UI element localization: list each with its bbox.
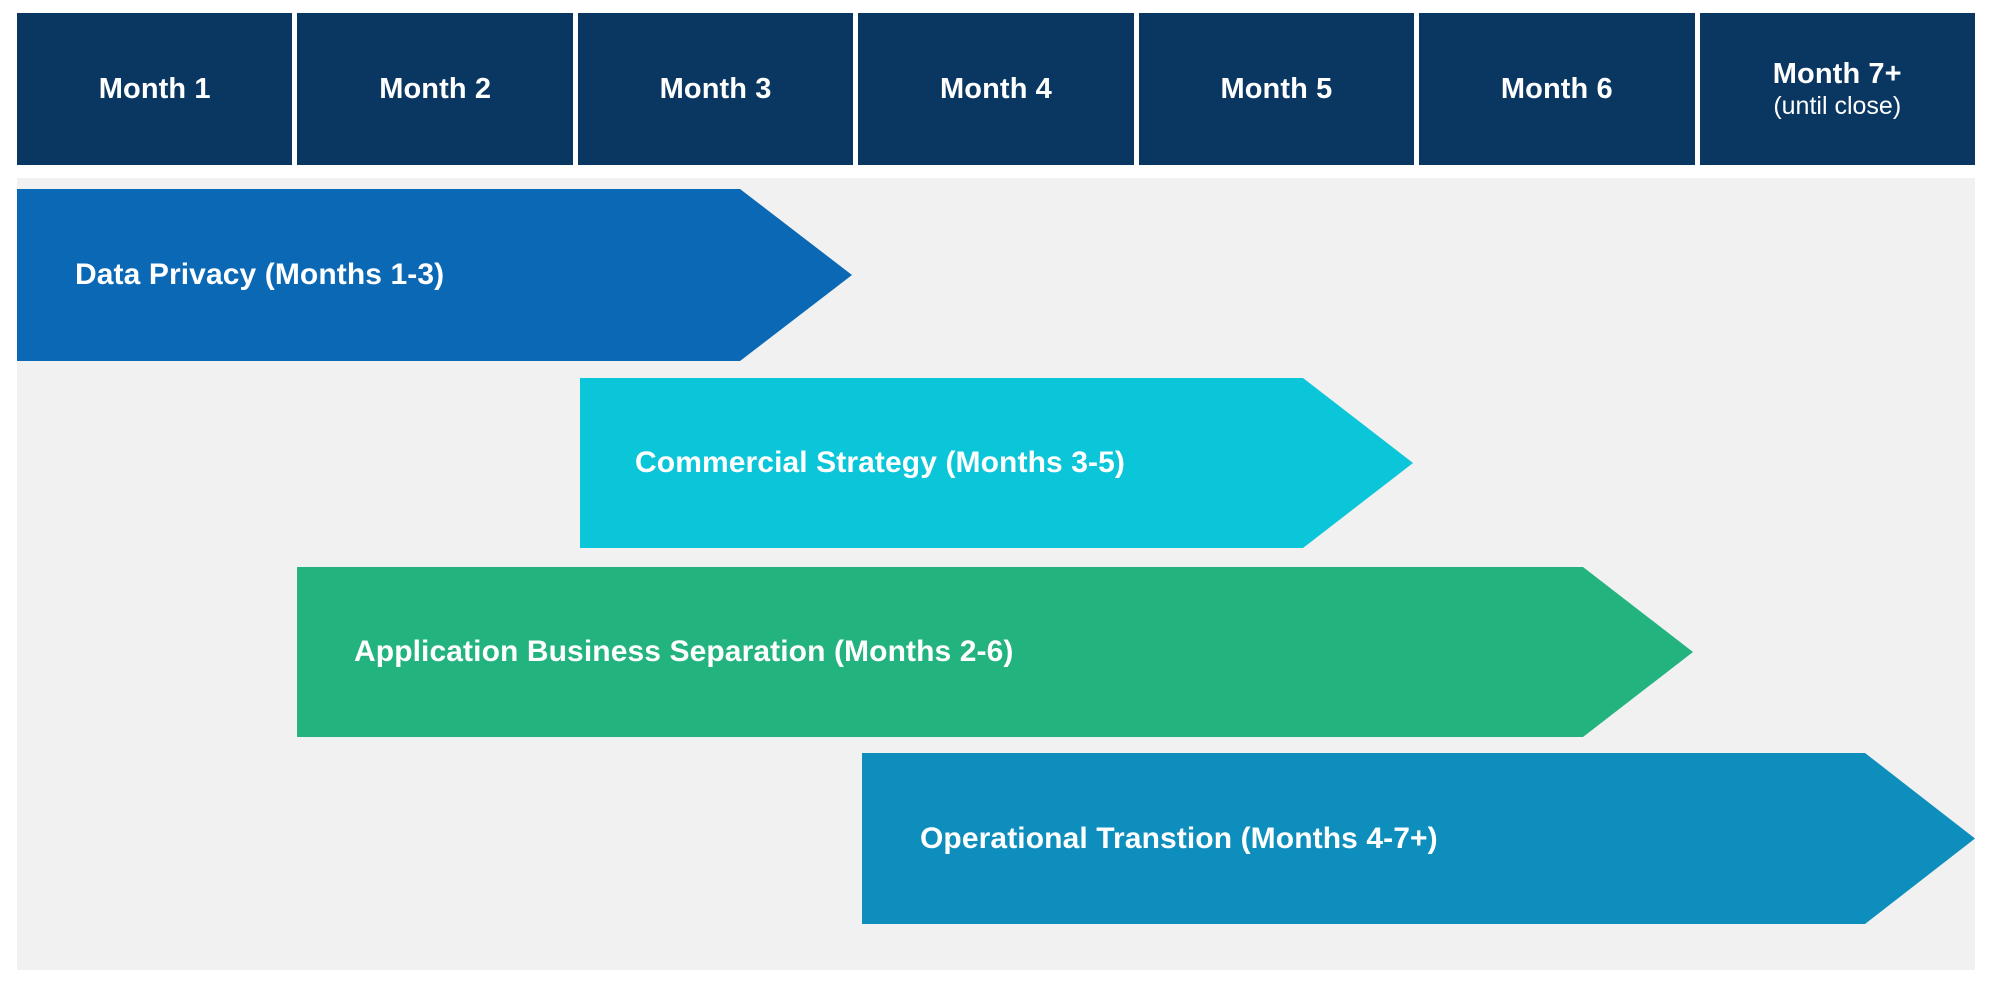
workstream-bar-application-business-separation[interactable]: Application Business Separation (Months … [297, 567, 1693, 737]
month-header-title: Month 5 [1220, 72, 1333, 105]
month-header-cell-2[interactable]: Month 2 [297, 13, 573, 165]
workstream-bar-data-privacy[interactable]: Data Privacy (Months 1-3) [17, 189, 852, 361]
month-header-subtitle: (until close) [1773, 91, 1902, 120]
month-header-title: Month 3 [659, 72, 772, 105]
chevron-shape [862, 753, 1975, 924]
month-header-title: Month 4 [940, 72, 1052, 105]
month-header-cell-6[interactable]: Month 6 [1419, 13, 1695, 165]
workstream-bar-commercial-strategy[interactable]: Commercial Strategy (Months 3-5) [580, 378, 1413, 548]
month-header-cell-4[interactable]: Month 4 [858, 13, 1134, 165]
month-header-title: Month 2 [379, 72, 492, 105]
month-header-cell-7[interactable]: Month 7+ (until close) [1699, 13, 1975, 165]
month-header-row: Month 1 Month 2 Month 3 Month 4 Month 5 … [17, 13, 1975, 165]
month-header-title: Month 7+ [1772, 58, 1902, 91]
workstream-bar-operational-transition[interactable]: Operational Transtion (Months 4-7+) [862, 753, 1975, 924]
workstream-label: Data Privacy (Months 1-3) [75, 258, 445, 291]
month-header-cell-3[interactable]: Month 3 [577, 13, 854, 165]
workstream-label: Application Business Separation (Months … [354, 635, 1014, 668]
workstream-label: Operational Transtion (Months 4-7+) [920, 821, 1438, 855]
month-header-title: Month 1 [98, 72, 211, 105]
month-header-cell-5[interactable]: Month 5 [1138, 13, 1415, 165]
chevron-shape [297, 567, 1693, 737]
workstream-label: Commercial Strategy (Months 3-5) [635, 446, 1125, 479]
month-header-title: Month 6 [1500, 72, 1613, 105]
month-header-cell-1[interactable]: Month 1 [17, 13, 293, 165]
chevron-shape [580, 378, 1413, 548]
chevron-shape [17, 189, 852, 361]
